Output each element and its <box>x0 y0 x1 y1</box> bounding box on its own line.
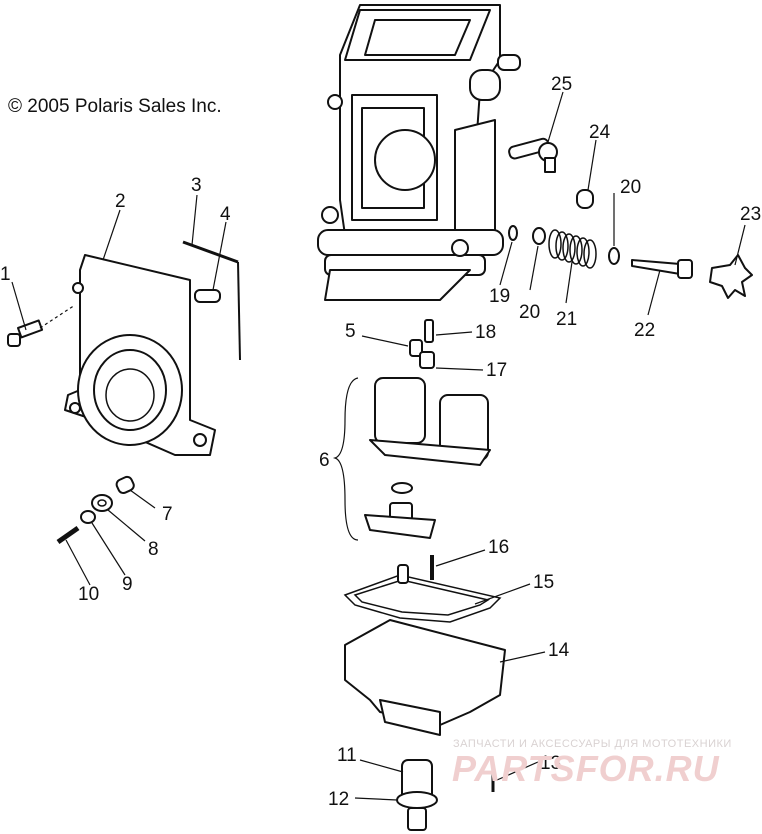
washer <box>508 225 518 241</box>
drain-fitting <box>396 759 438 831</box>
adjuster-parts <box>56 475 135 545</box>
callout-4: 4 <box>220 204 231 225</box>
float-bowl <box>344 619 506 736</box>
leader-lines <box>11 91 746 801</box>
screw <box>7 304 76 347</box>
callout-10: 10 <box>78 584 99 605</box>
carburetor-body <box>317 4 521 301</box>
callout-18: 18 <box>475 322 496 343</box>
jet-cap <box>576 189 594 209</box>
washer <box>608 247 620 265</box>
callout-labels: 1 2 3 4 5 6 7 8 9 10 11 12 13 14 15 16 1… <box>0 74 761 810</box>
callout-23: 23 <box>740 204 761 225</box>
callout-13: 13 <box>540 753 561 774</box>
float-bowl-gasket <box>343 564 502 623</box>
callout-16: 16 <box>488 537 509 558</box>
callout-22: 22 <box>634 320 655 341</box>
callout-21: 21 <box>556 309 577 330</box>
jets <box>409 319 435 369</box>
callout-7: 7 <box>162 504 173 525</box>
watermark-tagline: ЗАПЧАСТИ И АКСЕССУАРЫ ДЛЯ МОТОТЕХНИКИ <box>453 738 732 750</box>
callout-20: 20 <box>519 302 540 323</box>
callout-20-right: 20 <box>620 177 641 198</box>
idle-screw <box>631 259 693 279</box>
callout-19: 19 <box>489 286 510 307</box>
callout-2: 2 <box>115 191 126 212</box>
callout-3: 3 <box>191 175 202 196</box>
flange-housing <box>64 254 221 456</box>
callout-14: 14 <box>548 640 570 661</box>
float-assembly <box>332 377 491 541</box>
callout-12: 12 <box>328 789 349 810</box>
callout-1: 1 <box>0 264 11 285</box>
callout-6: 6 <box>319 450 330 471</box>
adjuster-knob <box>709 254 753 299</box>
spring <box>548 229 597 269</box>
copyright-notice: © 2005 Polaris Sales Inc. <box>8 96 222 117</box>
choke-cable <box>182 240 241 361</box>
callout-8: 8 <box>148 539 159 560</box>
watermark-logo: PARTSFOR.RU <box>452 748 720 789</box>
washer <box>532 227 546 245</box>
callout-25: 25 <box>551 74 572 95</box>
pilot-jet-fitting <box>508 137 558 173</box>
callout-5: 5 <box>345 321 356 342</box>
callout-15: 15 <box>533 572 554 593</box>
callout-11: 11 <box>337 745 357 766</box>
callout-9: 9 <box>122 574 133 595</box>
callout-17: 17 <box>486 360 507 381</box>
callout-24: 24 <box>589 122 611 143</box>
